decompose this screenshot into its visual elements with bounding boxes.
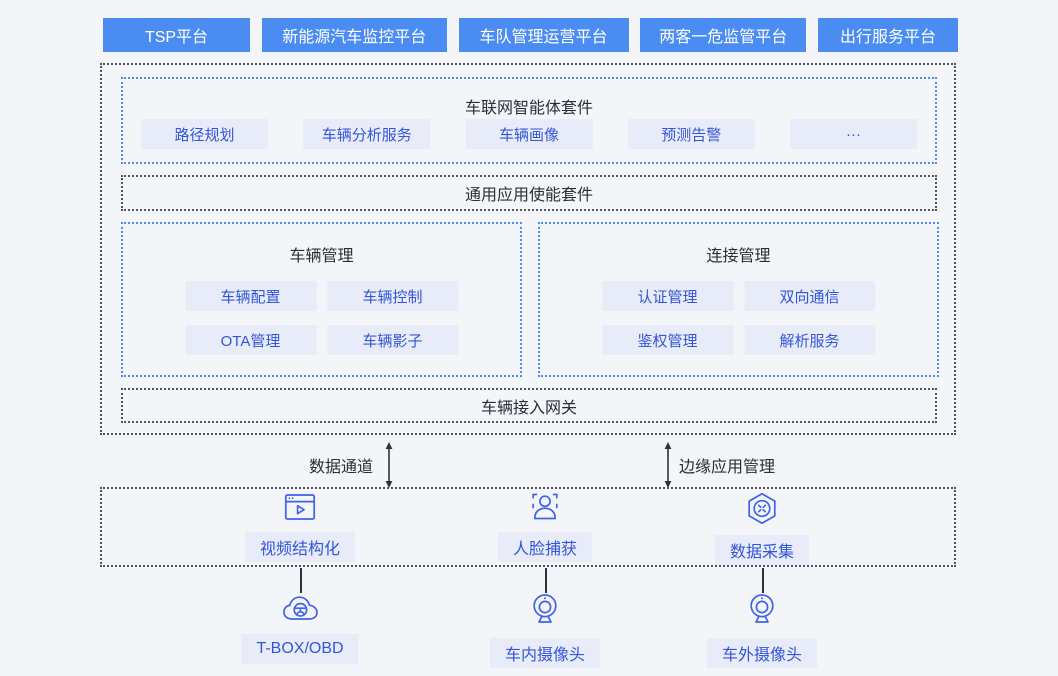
connector-line (545, 568, 547, 593)
chip-authentication-management: 认证管理 (602, 281, 733, 311)
connection-management-box: 连接管理 认证管理 双向通信 鉴权管理 解析服务 (538, 222, 939, 377)
chip-authorization-management: 鉴权管理 (602, 325, 733, 355)
device-label: T-BOX/OBD (241, 634, 359, 664)
data-collection-icon (746, 492, 778, 526)
capability-video-structuring: 视频结构化 (244, 492, 356, 562)
connector-line (300, 568, 302, 593)
connection-management-title: 连接管理 (706, 248, 771, 265)
chip-vehicle-analysis-service: 车辆分析服务 (303, 119, 431, 149)
vehicle-access-gateway-title: 车辆接入网关 (480, 399, 577, 417)
chip-bidirectional-communication: 双向通信 (744, 281, 875, 311)
data-channel-label: 数据通道 (309, 459, 374, 476)
chip-route-planning: 路径规划 (141, 119, 268, 149)
general-app-enablement-suite-title: 通用应用使能套件 (464, 187, 593, 204)
camera-icon (747, 592, 777, 629)
camera-icon (530, 592, 560, 629)
cloud-platform-container: 车联网智能体套件 路径规划 车辆分析服务 车辆画像 预测告警 ··· 通用应用使… (100, 63, 956, 435)
vehicle-management-items: 车辆配置 车辆控制 OTA管理 车辆影子 (185, 281, 458, 355)
vehicle-management-box: 车辆管理 车辆配置 车辆控制 OTA管理 车辆影子 (121, 222, 522, 377)
iov-agent-suite-box: 车联网智能体套件 路径规划 车辆分析服务 车辆画像 预测告警 ··· (121, 77, 937, 164)
chip-parsing-service: 解析服务 (744, 325, 875, 355)
chip-vehicle-shadow: 车辆影子 (327, 325, 458, 355)
capability-label: 视频结构化 (244, 532, 356, 562)
platform-button-row: TSP平台 新能源汽车监控平台 车队管理运营平台 两客一危监管平台 出行服务平台 (103, 18, 958, 52)
chip-vehicle-control: 车辆控制 (327, 281, 458, 311)
capability-data-collection: 数据采集 (714, 492, 810, 565)
tbox-obd-icon (280, 592, 320, 625)
device-label: 车内摄像头 (489, 638, 601, 668)
edge-capabilities-container (100, 487, 956, 567)
connector-line (762, 568, 764, 593)
capability-label: 人脸捕获 (497, 532, 593, 562)
video-structuring-icon (283, 492, 317, 523)
device-label: 车外摄像头 (706, 638, 818, 668)
iov-agent-suite-items: 路径规划 车辆分析服务 车辆画像 预测告警 ··· (141, 119, 917, 149)
platform-button-tsp[interactable]: TSP平台 (103, 18, 250, 52)
platform-button-nev-monitoring[interactable]: 新能源汽车监控平台 (261, 18, 447, 52)
edge-app-mgmt-label: 边缘应用管理 (679, 459, 776, 476)
iov-agent-suite-title: 车联网智能体套件 (464, 100, 593, 117)
platform-button-passenger-hazmat-supervision[interactable]: 两客一危监管平台 (640, 18, 807, 52)
vehicle-access-gateway-box: 车辆接入网关 (121, 388, 937, 423)
device-in-vehicle-camera: 车内摄像头 (489, 592, 601, 668)
capability-face-capture: 人脸捕获 (497, 492, 593, 562)
face-capture-icon (528, 492, 562, 523)
platform-button-travel-service[interactable]: 出行服务平台 (818, 18, 958, 52)
device-tbox-obd: T-BOX/OBD (241, 592, 359, 664)
data-channel-double-arrow-icon (385, 442, 393, 488)
device-exterior-camera: 车外摄像头 (706, 592, 818, 668)
chip-predictive-alarm: 预测告警 (627, 119, 755, 149)
chip-ota-management: OTA管理 (185, 325, 316, 355)
vehicle-management-title: 车辆管理 (289, 248, 354, 265)
chip-vehicle-configuration: 车辆配置 (185, 281, 316, 311)
general-app-enablement-suite-box: 通用应用使能套件 (121, 175, 937, 211)
platform-button-fleet-ops[interactable]: 车队管理运营平台 (458, 18, 629, 52)
chip-vehicle-profile: 车辆画像 (465, 119, 593, 149)
capability-label: 数据采集 (714, 535, 810, 565)
chip-ellipsis: ··· (790, 119, 917, 149)
edge-app-mgmt-double-arrow-icon (664, 442, 672, 488)
connection-management-items: 认证管理 双向通信 鉴权管理 解析服务 (602, 281, 875, 355)
